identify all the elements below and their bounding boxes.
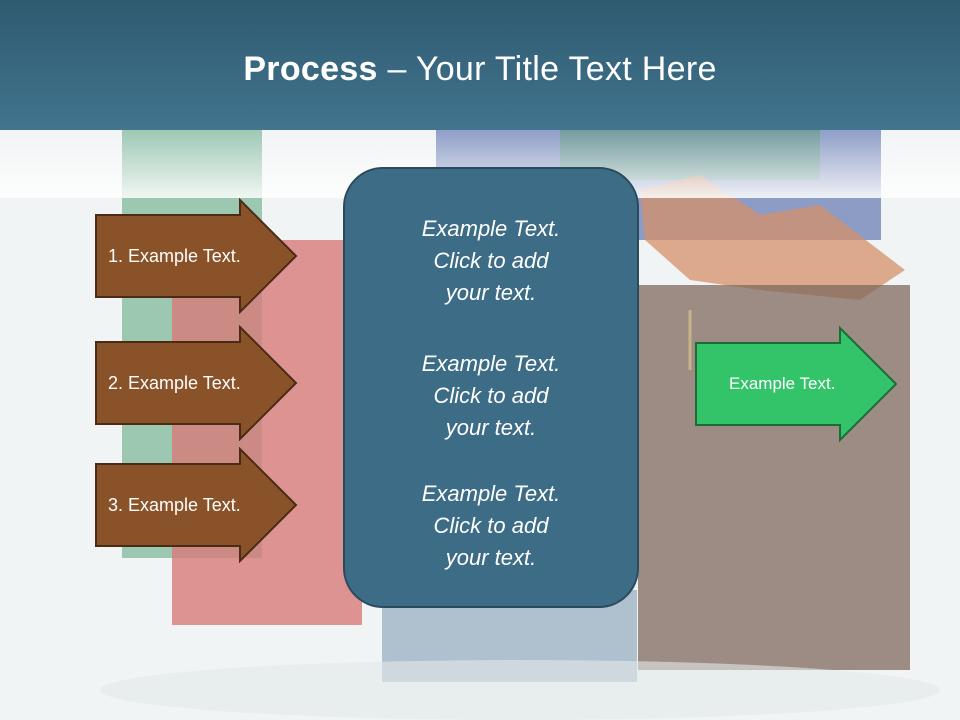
right-arrow-shape-icon [95,198,298,314]
center-text-box[interactable]: Example Text. Click to add your text. Ex… [343,167,639,608]
paragraph-line: Click to add [433,513,549,538]
right-arrow[interactable]: Example Text. [694,326,900,442]
right-arrow-shape-icon [695,326,898,442]
paragraph-line: Example Text. [421,216,561,241]
right-arrow-shape-icon [95,447,298,563]
paragraph-line: Click to add [433,383,549,408]
title-rest-part: – Your Title Text Here [377,50,717,88]
paragraph-line: Example Text. [421,351,561,376]
paragraph-line: your text. [445,415,537,440]
paragraph-line: your text. [445,280,537,305]
left-arrow-2[interactable]: 2. Example Text. [94,325,300,441]
center-paragraph-1: Example Text. Click to add your text. [345,213,637,309]
paragraph-line: your text. [445,545,537,570]
center-paragraph-3: Example Text. Click to add your text. [345,478,637,574]
left-arrow-label: 2. Example Text. [108,372,241,393]
left-arrow-1[interactable]: 1. Example Text. [94,198,300,314]
title-bar [0,0,960,130]
paragraph-line: Example Text. [421,481,561,506]
right-arrow-shape-icon [95,325,298,441]
left-arrow-label: 3. Example Text. [108,494,241,515]
center-paragraph-2: Example Text. Click to add your text. [345,348,637,444]
left-arrow-3[interactable]: 3. Example Text. [94,447,300,563]
slide-title[interactable]: Process – Your Title Text Here [0,50,960,89]
title-bold-part: Process [243,50,378,88]
paragraph-line: Click to add [433,248,549,273]
right-arrow-label: Example Text. [729,374,836,393]
left-arrow-label: 1. Example Text. [108,245,241,266]
